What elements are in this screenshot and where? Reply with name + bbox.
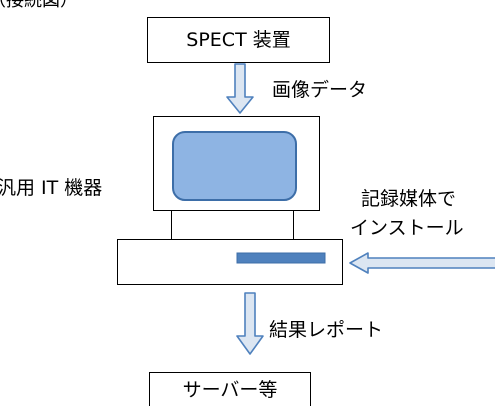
install-media-label-line2: インストール [350, 217, 464, 239]
general-it-device-label: 汎用 IT 機器 [0, 177, 103, 199]
spect-device-box: SPECT 装置 [147, 17, 330, 63]
monitor-screen [172, 131, 297, 201]
spect-device-label: SPECT 装置 [186, 29, 291, 51]
monitor-stand [171, 210, 294, 240]
install-media-arrow [349, 252, 495, 274]
server-box: サーバー等 [149, 372, 311, 406]
diagram-caption: （接続図） [0, 0, 78, 11]
image-data-label: 画像データ [272, 79, 368, 101]
server-label: サーバー等 [182, 379, 278, 401]
image-data-arrow [226, 63, 254, 114]
result-report-arrow [236, 292, 264, 355]
install-media-label-line1: 記録媒体で [361, 188, 457, 210]
disk-drive-slot [236, 252, 326, 264]
result-report-label: 結果レポート [269, 319, 384, 341]
